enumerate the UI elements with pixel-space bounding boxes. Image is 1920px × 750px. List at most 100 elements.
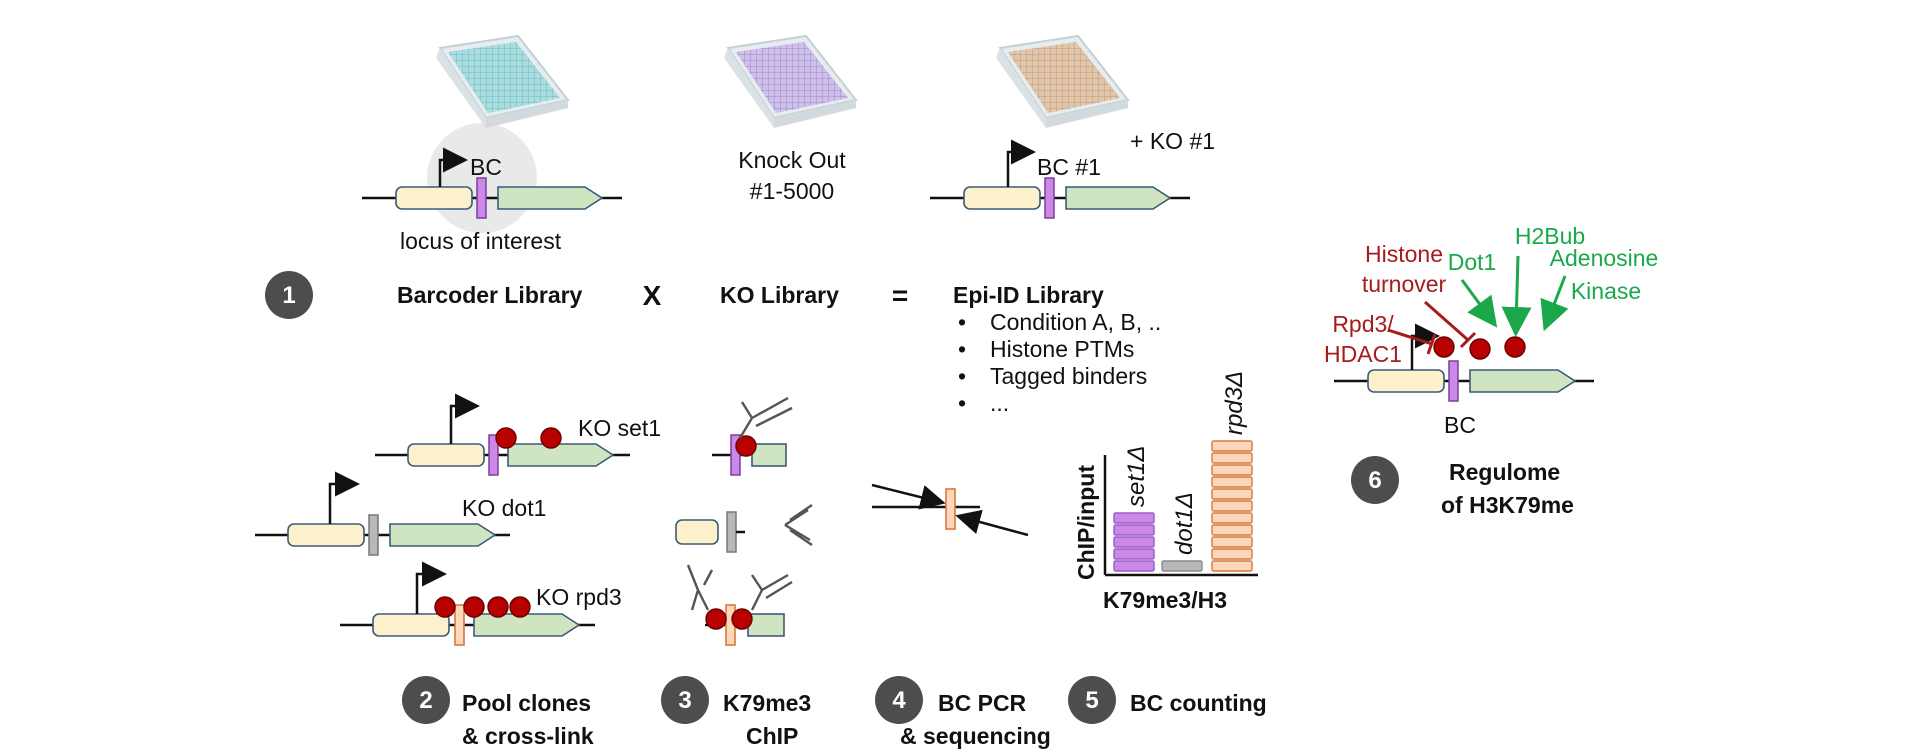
activate-arrow-dot1	[1460, 279, 1498, 328]
bar-unit-2	[1211, 524, 1253, 536]
svg-text:3: 3	[678, 687, 691, 714]
bar-unit-0	[1113, 524, 1155, 536]
bar-unit-1	[1161, 560, 1203, 572]
step6-label-line2: of H3K79me	[1441, 492, 1574, 518]
step2-label-line2: & cross-link	[462, 723, 594, 749]
bc1-label: BC #1	[1037, 154, 1101, 180]
svg-text:•: •	[958, 309, 966, 335]
chart-xlabel: K79me3/H3	[1103, 587, 1227, 613]
bullet-conditions: Condition A, B, ..	[990, 309, 1161, 335]
bar-unit-0	[1113, 560, 1155, 572]
ko-text-line1: Knock Out	[738, 147, 846, 173]
chip-fragment-rpd3	[686, 564, 793, 646]
chart-bars: set1Δ dot1Δ rpd3Δ	[1113, 371, 1253, 572]
bar-label-0: set1Δ	[1123, 446, 1150, 507]
bar-unit-2	[1211, 500, 1253, 512]
plus-ko-label: + KO #1	[1130, 128, 1215, 154]
bar-unit-2	[1211, 512, 1253, 524]
regulome-locus: BC	[1334, 323, 1594, 438]
epi-id-library-label: Epi-ID Library	[953, 282, 1104, 308]
bullet-histone-ptms: Histone PTMs	[990, 336, 1134, 362]
step4-label-line1: BC PCR	[938, 690, 1027, 716]
svg-text:1: 1	[282, 282, 295, 309]
bar-unit-0	[1113, 548, 1155, 560]
locus-label: locus of interest	[400, 228, 562, 254]
adenosine-line2: Kinase	[1571, 278, 1641, 304]
plate-barcoder	[436, 34, 570, 128]
barcoder-locus: BC locus of interest	[362, 123, 622, 254]
step4-badge: 4	[875, 676, 923, 724]
inhibit-arrow-turnover	[1424, 300, 1469, 342]
h2bub-label: H2Bub	[1515, 223, 1585, 249]
epi-id-bullets: • Condition A, B, .. • Histone PTMs • Ta…	[958, 309, 1161, 416]
step6-badge: 6	[1351, 456, 1399, 504]
ko-rpd3-label: KO rpd3	[536, 584, 622, 610]
plate-ko	[724, 34, 858, 128]
rpd3-line2: HDAC1	[1324, 341, 1402, 367]
ko-library-label: KO Library	[720, 282, 839, 308]
times-symbol: X	[643, 280, 662, 311]
step3-label-line2: ChIP	[746, 723, 798, 749]
antibody-free-icon	[784, 504, 813, 546]
step3-label-line1: K79me3	[723, 690, 811, 716]
step5-badge: 5	[1068, 676, 1116, 724]
plate-epi-id	[996, 34, 1130, 128]
bullet-tagged-binders: Tagged binders	[990, 363, 1147, 389]
bar-unit-2	[1211, 440, 1253, 452]
bar-unit-2	[1211, 560, 1253, 572]
regulators: Histone turnover Rpd3/ HDAC1 H2Bub Dot1 …	[1324, 223, 1658, 367]
histone-turnover-line1: Histone	[1365, 241, 1443, 267]
svg-text:2: 2	[419, 687, 432, 714]
activate-arrow-adenosine	[1540, 275, 1569, 332]
svg-text:5: 5	[1085, 687, 1098, 714]
bc-label: BC	[470, 154, 502, 180]
dot1-label: Dot1	[1448, 249, 1497, 275]
rpd3-line1: Rpd3/	[1332, 311, 1394, 337]
ko-text-line2: #1-5000	[750, 178, 834, 204]
svg-text:•: •	[958, 363, 966, 389]
barcoder-library-label: Barcoder Library	[397, 282, 583, 308]
chart-ylabel: ChIP/input	[1073, 465, 1099, 580]
bar-unit-0	[1113, 512, 1155, 524]
step2-label-line1: Pool clones	[462, 690, 591, 716]
bar-label-1: dot1Δ	[1171, 492, 1198, 555]
bar-unit-0	[1113, 536, 1155, 548]
clone-rpd3: KO rpd3	[340, 561, 622, 646]
step1-badge: 1	[265, 271, 313, 319]
bar-unit-2	[1211, 548, 1253, 560]
svg-text:6: 6	[1368, 467, 1381, 494]
bc-counting-chart: ChIP/input K79me3/H3 set1Δ dot1Δ rpd3Δ	[1073, 371, 1258, 613]
bar-unit-2	[1211, 464, 1253, 476]
histone-turnover-line2: turnover	[1362, 271, 1447, 297]
chip-fragment-dot1	[675, 504, 813, 553]
bar-unit-2	[1211, 452, 1253, 464]
bc-pcr-diagram	[871, 483, 1029, 537]
clone-dot1: KO dot1	[255, 471, 546, 556]
clone-set1: KO set1	[375, 393, 661, 476]
bar-label-2: rpd3Δ	[1221, 371, 1248, 435]
bar-unit-2	[1211, 476, 1253, 488]
svg-text:•: •	[958, 390, 966, 416]
epi-id-locus: BC #1 + KO #1	[930, 128, 1215, 219]
equals-symbol: =	[892, 280, 908, 311]
step4-label-line2: & sequencing	[900, 723, 1051, 749]
step2-badge: 2	[402, 676, 450, 724]
activate-arrow-h2bub	[1501, 255, 1532, 337]
chip-fragment-set1	[712, 396, 793, 476]
antibody-icon	[738, 396, 793, 439]
ko-dot1-label: KO dot1	[462, 495, 546, 521]
svg-text:•: •	[958, 336, 966, 362]
regulome-bc-label: BC	[1444, 412, 1476, 438]
step6-label-line1: Regulome	[1449, 459, 1560, 485]
inhibit-arrow-rpd3	[1387, 328, 1433, 346]
bar-unit-2	[1211, 488, 1253, 500]
adenosine-line1: Adenosine	[1550, 245, 1659, 271]
step5-label: BC counting	[1130, 690, 1267, 716]
bar-unit-2	[1211, 536, 1253, 548]
step3-badge: 3	[661, 676, 709, 724]
svg-text:4: 4	[892, 687, 906, 714]
bullet-ellipsis: ...	[990, 390, 1009, 416]
ko-set1-label: KO set1	[578, 415, 661, 441]
barcode-marker	[476, 177, 487, 219]
